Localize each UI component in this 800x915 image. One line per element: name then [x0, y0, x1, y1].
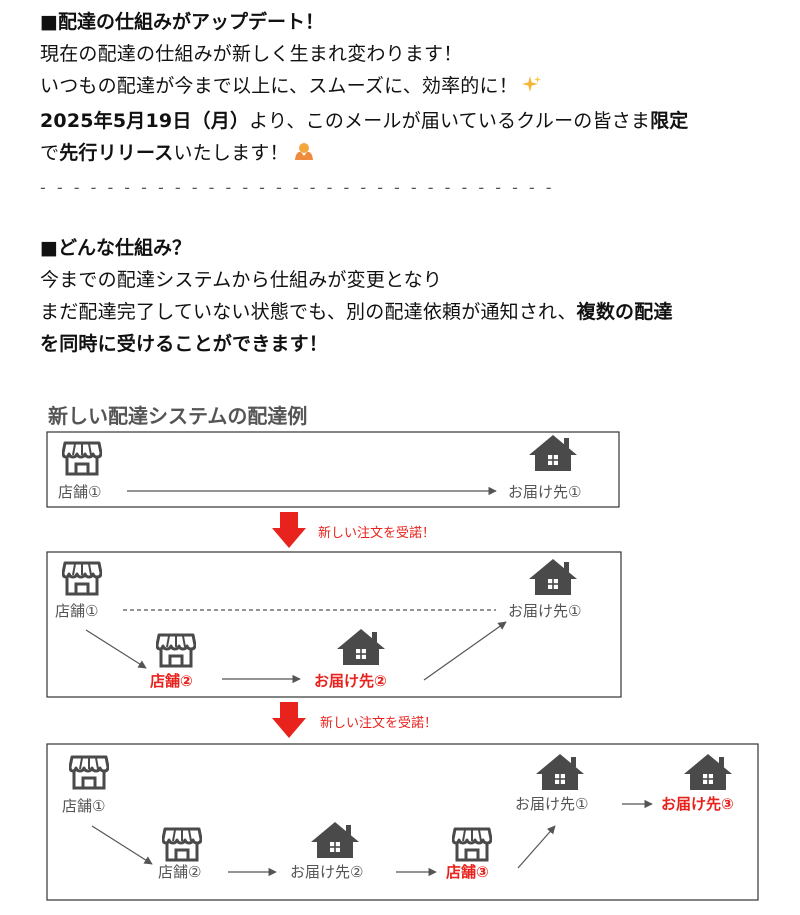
sparkle-icon — [521, 73, 542, 105]
diagram-title: 新しい配達システムの配達例 — [48, 404, 308, 428]
new-order-note: 新しい注文を受諾！ — [320, 715, 437, 731]
text-span: より、このメールが届いているクルーの皆さま — [249, 110, 651, 132]
route-arrow — [91, 825, 153, 865]
store2-label: 店舗② — [150, 672, 193, 690]
new-order-note: 新しい注文を受諾！ — [318, 525, 435, 541]
release-date: 2025年5月19日（月） — [40, 110, 250, 132]
stage-box — [46, 431, 620, 508]
hands-emoji-icon — [293, 140, 315, 172]
store1-label: 店舗① — [62, 797, 105, 815]
stage-box — [46, 551, 622, 698]
text-line: いつもの配達が今まで以上に、スムーズに、効率的に！ — [40, 70, 760, 105]
text-span: いつもの配達が今まで以上に、スムーズに、効率的に！ — [40, 75, 518, 97]
store2-label: 店舗② — [158, 863, 201, 881]
text-line: 今までの配達システムから仕組みが変更となり — [40, 269, 443, 291]
down-arrow-icon — [272, 512, 306, 548]
text-span: 複数の配達 — [576, 301, 673, 323]
store1-label: 店舗① — [58, 483, 101, 501]
separator: - - - - - - - - - - - - - - - - - - - - … — [40, 178, 555, 197]
section-mechanism: ■どんな仕組み？ 今までの配達システムから仕組みが変更となり まだ配達完了してい… — [40, 232, 760, 360]
text-line: まだ配達完了していない状態でも、別の配達依頼が通知され、複数の配達 — [40, 296, 760, 328]
store3-label: 店舗③ — [446, 863, 489, 881]
text-span: で — [40, 142, 60, 164]
route-arrow — [517, 825, 556, 869]
diagram-stage-1: 店舗① お届け先① — [46, 431, 620, 508]
dest1-label: お届け先① — [515, 795, 588, 813]
text-line: で先行リリースいたします！ — [40, 137, 760, 172]
heading-mechanism: ■どんな仕組み？ — [40, 237, 191, 259]
heading-update: ■配達の仕組みがアップデート！ — [40, 11, 324, 33]
dest2-label: お届け先② — [290, 863, 363, 881]
text-line: 2025年5月19日（月）より、このメールが届いているクルーの皆さま限定 — [40, 105, 760, 137]
dest1-label: お届け先① — [508, 483, 581, 501]
text-span: 限定 — [650, 110, 689, 132]
diagram-stage-3: 店舗① 店舗② お届け先② 店舗③ お届け先① お届け先③ — [46, 743, 759, 901]
store1-label: 店舗① — [55, 602, 98, 620]
route-arrow — [423, 621, 507, 681]
route-arrow — [85, 629, 147, 669]
dest3-label: お届け先③ — [661, 795, 734, 813]
diagram-stage-2: 店舗① お届け先① 店舗② お届け先② — [46, 551, 622, 698]
text-line: 現在の配達の仕組みが新しく生まれ変わります！ — [40, 43, 463, 65]
text-span: 先行リリース — [59, 142, 174, 164]
section-update: ■配達の仕組みがアップデート！ 現在の配達の仕組みが新しく生まれ変わります！ い… — [40, 6, 760, 200]
down-arrow-icon — [272, 702, 306, 738]
stage-box — [46, 743, 759, 901]
text-line: を同時に受けることができます！ — [40, 333, 329, 355]
text-span: いたします！ — [173, 142, 289, 164]
dest1-label: お届け先① — [508, 602, 581, 620]
text-span: まだ配達完了していない状態でも、別の配達依頼が通知され、 — [40, 301, 577, 323]
dest2-label: お届け先② — [314, 672, 387, 690]
